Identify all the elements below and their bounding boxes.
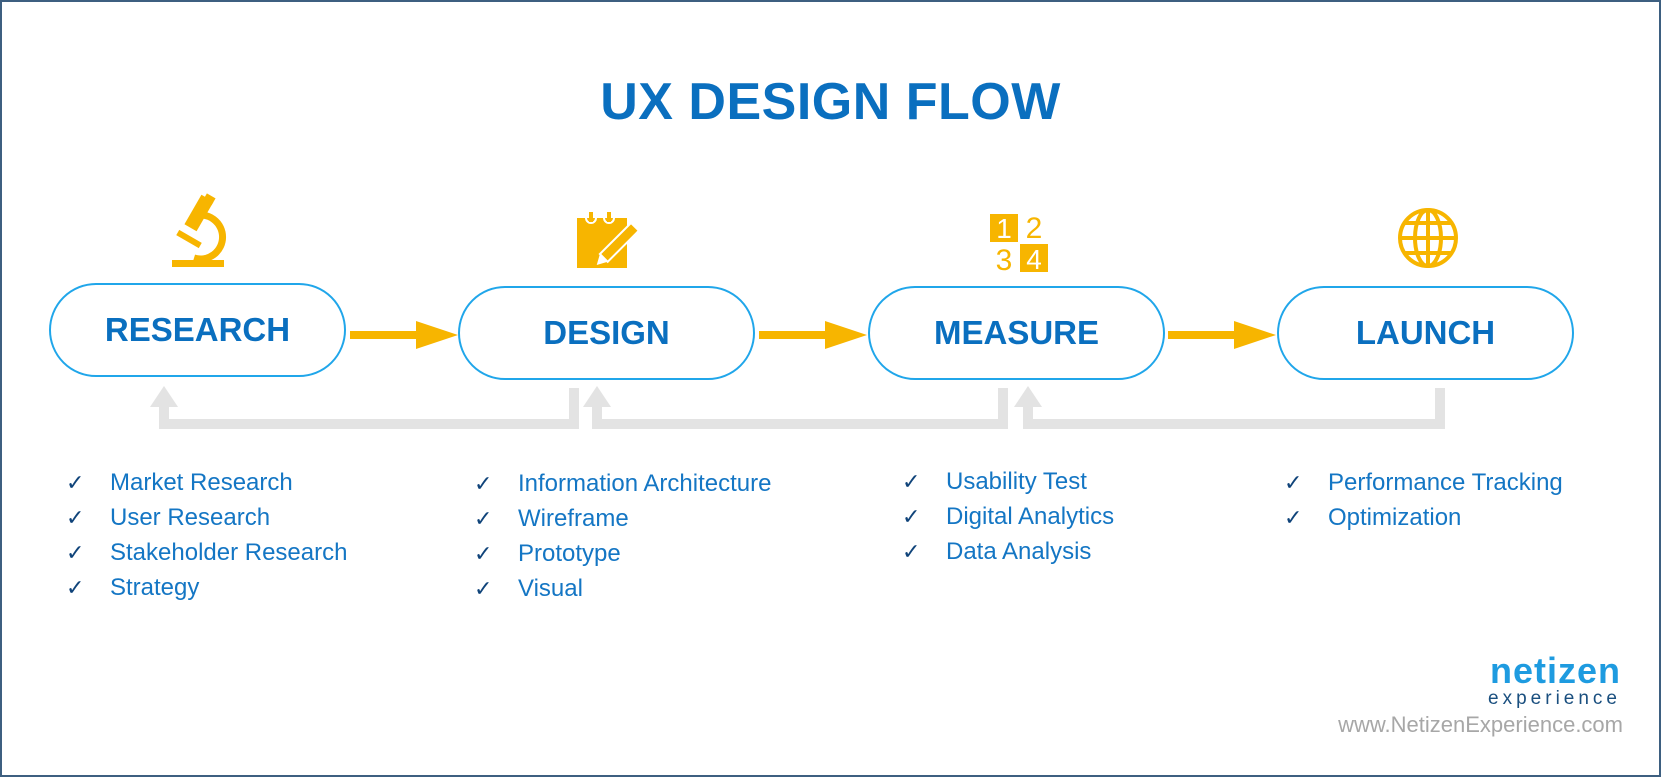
list-item-text: Prototype (518, 539, 621, 567)
numbers-icon-digit-1: 1 (996, 213, 1012, 244)
check-icon: ✓ (66, 574, 85, 600)
list-item-text: Visual (518, 574, 583, 602)
list-item: ✓ Strategy (66, 570, 347, 605)
list-item-text: Market Research (110, 468, 293, 496)
arrow-measure-to-launch (1168, 321, 1276, 349)
check-icon: ✓ (66, 539, 85, 565)
list-item: ✓ Data Analysis (902, 534, 1114, 569)
feedback-loop-launch-to-measure (1023, 388, 1445, 429)
forward-arrows (350, 321, 1276, 349)
feedback-arrowhead-research (150, 386, 178, 407)
numbers-icon: 1 2 3 4 (990, 212, 1048, 274)
feedback-loops (159, 388, 1445, 429)
feedback-arrowhead-design (583, 386, 611, 407)
diagram-title: UX DESIGN FLOW (600, 73, 1061, 131)
checklist-research: ✓ Market Research ✓ User Research ✓ Stakeho… (66, 465, 347, 605)
list-item-text: Optimization (1328, 503, 1462, 531)
website-url: www.NetizenExperience.com (1338, 712, 1623, 737)
netizen-logo: netizen experience (1488, 653, 1621, 709)
checklist-launch: ✓ Performance Tracking ✓ Optimization (1284, 465, 1563, 535)
stage-launch: LAUNCH (1277, 286, 1574, 380)
stage-research-label: RESEARCH (104, 311, 291, 348)
checklist-measure: ✓ Usability Test ✓ Digital Analytics ✓ Data… (902, 464, 1114, 569)
stage-research: RESEARCH (49, 283, 346, 377)
list-item-text: Data Analysis (946, 537, 1092, 565)
list-item: ✓ Optimization (1284, 500, 1563, 535)
check-icon: ✓ (1284, 469, 1303, 495)
feedback-loop-measure-to-design (592, 388, 1008, 429)
numbers-icon-digit-2: 2 (1026, 212, 1043, 245)
list-item: ✓ Prototype (474, 536, 771, 571)
list-item-text: Information Architecture (518, 469, 772, 497)
numbers-icon-digit-4: 4 (1026, 244, 1042, 274)
list-item-text: Wireframe (518, 504, 629, 532)
stage-design-label: DESIGN (543, 314, 670, 351)
list-item: ✓ Wireframe (474, 501, 771, 536)
feedback-arrowhead-measure (1014, 386, 1042, 407)
list-item: ✓ Usability Test (902, 464, 1114, 499)
microscope-icon (172, 193, 227, 267)
stage-design: DESIGN (458, 286, 755, 380)
check-icon: ✓ (902, 503, 921, 529)
feedback-loop-design-to-research (159, 388, 579, 429)
feedback-arrowheads (150, 386, 1042, 407)
list-item: ✓ Visual (474, 571, 771, 606)
list-item: ✓ User Research (66, 500, 347, 535)
arrow-design-to-measure (759, 321, 867, 349)
checklist-design: ✓ Information Architecture ✓ Wireframe ✓ Pr… (474, 466, 771, 606)
check-icon: ✓ (66, 469, 85, 495)
check-icon: ✓ (474, 540, 493, 566)
logo-subtitle: experience (1488, 688, 1621, 709)
list-item: ✓ Digital Analytics (902, 499, 1114, 534)
list-item-text: Usability Test (946, 467, 1087, 495)
list-item-text: Strategy (110, 573, 200, 601)
list-item-text: Performance Tracking (1328, 468, 1563, 496)
check-icon: ✓ (474, 575, 493, 601)
check-icon: ✓ (902, 538, 921, 564)
stage-measure: MEASURE (868, 286, 1165, 380)
stage-measure-label: MEASURE (933, 314, 1100, 351)
list-item-text: User Research (110, 503, 271, 531)
numbers-icon-digit-3: 3 (996, 244, 1013, 274)
stage-launch-label: LAUNCH (1355, 314, 1496, 351)
notepad-pencil-icon (577, 212, 641, 268)
logo-wordmark: netizen (1489, 650, 1621, 691)
check-icon: ✓ (474, 470, 493, 496)
list-item: ✓ Stakeholder Research (66, 535, 347, 570)
list-item-text: Digital Analytics (946, 502, 1115, 530)
arrow-research-to-design (350, 321, 458, 349)
list-item: ✓ Information Architecture (474, 466, 771, 501)
check-icon: ✓ (1284, 504, 1303, 530)
check-icon: ✓ (474, 505, 493, 531)
list-item: ✓ Performance Tracking (1284, 465, 1563, 500)
globe-icon (1398, 208, 1458, 268)
list-item: ✓ Market Research (66, 465, 347, 500)
check-icon: ✓ (902, 468, 921, 494)
list-item-text: Stakeholder Research (110, 538, 348, 566)
check-icon: ✓ (66, 504, 85, 530)
